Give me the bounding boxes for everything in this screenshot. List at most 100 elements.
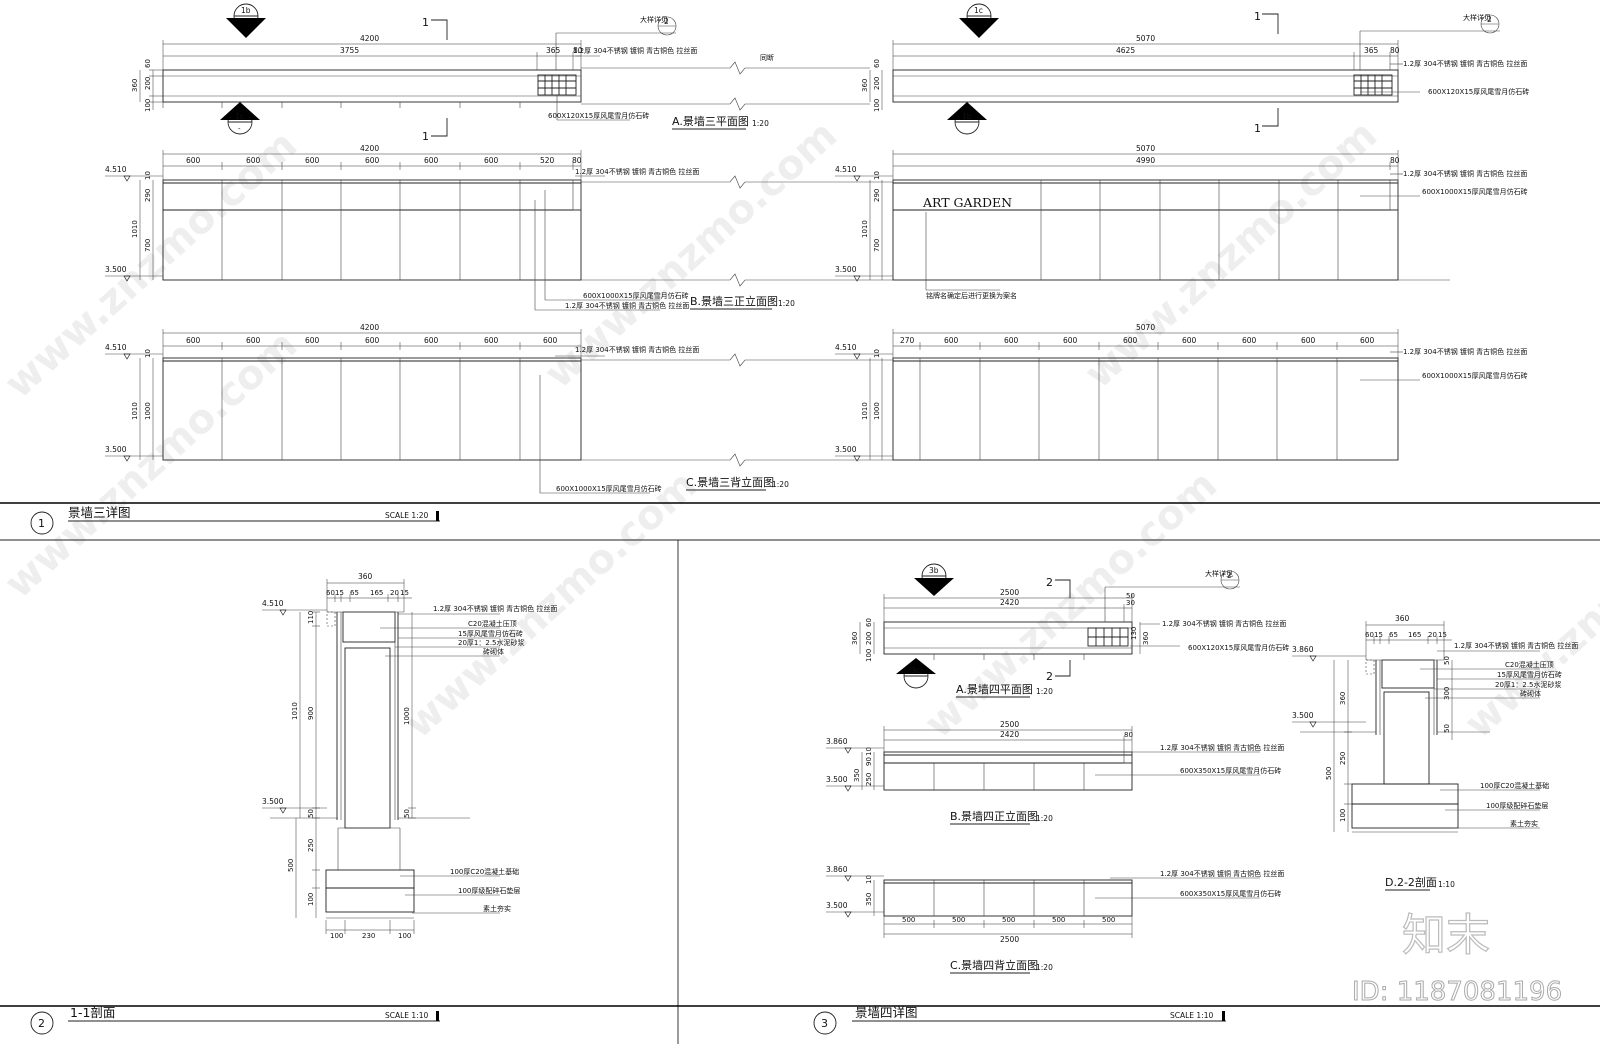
svg-text:10: 10 <box>865 875 873 884</box>
svg-text:1000: 1000 <box>144 402 152 420</box>
svg-text:15厚风尾雪月仿石砖: 15厚风尾雪月仿石砖 <box>458 629 523 638</box>
plan-wall-4: 2500 2420 30 50 60 200 100 360 360 130 3… <box>851 563 1289 689</box>
section-symbol-1c-right: 1c <box>959 3 999 38</box>
symbol-label: 1b <box>962 112 972 121</box>
svg-text:1: 1 <box>1254 122 1261 135</box>
svg-text:1010: 1010 <box>291 702 299 720</box>
svg-text:1010: 1010 <box>861 402 869 420</box>
svg-text:100厚级配碎石垫层: 100厚级配碎石垫层 <box>1486 801 1548 810</box>
svg-text:100厚C20混凝土基础: 100厚C20混凝土基础 <box>1480 781 1549 790</box>
svg-text:1000: 1000 <box>403 707 411 725</box>
svg-text:5070: 5070 <box>1136 323 1155 332</box>
title-c: C.景墙三背立面图 <box>686 475 774 489</box>
svg-text:素土夯实: 素土夯实 <box>1510 819 1538 828</box>
svg-text:65: 65 <box>1389 631 1398 639</box>
svg-text:4.510: 4.510 <box>835 343 857 352</box>
svg-text:50: 50 <box>1126 592 1135 600</box>
svg-text:1.2厚 304不锈钢 镀铜 青古铜色 拉丝面: 1.2厚 304不锈钢 镀铜 青古铜色 拉丝面 <box>575 345 699 354</box>
svg-text:4.510: 4.510 <box>105 343 127 352</box>
svg-text:3.500: 3.500 <box>105 445 127 454</box>
svg-text:3.500: 3.500 <box>835 445 857 454</box>
plan-left-leader: 600X120X15厚风尾雪月仿石砖 1.2厚 304不锈钢 镀铜 青古铜色 拉… <box>548 46 697 121</box>
svg-text:3.500: 3.500 <box>262 797 284 806</box>
sheet-frames <box>0 502 1600 1044</box>
svg-text:1010: 1010 <box>131 220 139 238</box>
svg-text:500: 500 <box>902 916 915 924</box>
svg-text:65: 65 <box>350 589 359 597</box>
section-2-2: 3.860 3.500 360 60 15 65 165 <box>1292 614 1578 833</box>
svg-text:80: 80 <box>1390 46 1400 55</box>
svg-text:10: 10 <box>873 349 881 358</box>
svg-text:3.860: 3.860 <box>826 737 848 746</box>
svg-text:250: 250 <box>865 773 873 786</box>
svg-text:15: 15 <box>1438 631 1447 639</box>
svg-text:5070: 5070 <box>1136 34 1155 43</box>
svg-text:600X1000X15厚风尾雪月仿石砖: 600X1000X15厚风尾雪月仿石砖 <box>556 484 662 493</box>
svg-text:200: 200 <box>873 77 881 90</box>
svg-text:60: 60 <box>1365 631 1374 639</box>
svg-text:500: 500 <box>952 916 965 924</box>
svg-text:2: 2 <box>664 17 669 26</box>
svg-text:10: 10 <box>873 171 881 180</box>
svg-text:100: 100 <box>330 932 343 940</box>
svg-text:600X1000X15厚风尾雪月仿石砖: 600X1000X15厚风尾雪月仿石砖 <box>1422 187 1528 196</box>
svg-text:360: 360 <box>1395 614 1410 623</box>
panel-title: 景墙四详图 <box>855 1005 918 1020</box>
section-symbol-1b: 1b - <box>226 3 266 38</box>
svg-text:100: 100 <box>398 932 411 940</box>
svg-text:2420: 2420 <box>1000 730 1019 739</box>
svg-text:15厚风尾雪月仿石砖: 15厚风尾雪月仿石砖 <box>1497 670 1562 679</box>
svg-text:600: 600 <box>186 336 201 345</box>
svg-text:80: 80 <box>572 156 582 165</box>
svg-text:1:20: 1:20 <box>752 119 769 128</box>
svg-text:600: 600 <box>365 156 380 165</box>
svg-text:350: 350 <box>853 769 861 782</box>
svg-text:600: 600 <box>484 156 499 165</box>
svg-text:500: 500 <box>1102 916 1115 924</box>
title-c: C.景墙四背立面图 <box>950 958 1038 972</box>
svg-text:600: 600 <box>484 336 499 345</box>
svg-text:4.510: 4.510 <box>835 165 857 174</box>
title-d: D.2-2剖面 <box>1385 875 1437 889</box>
svg-text:600X350X15厚风尾雪月仿石砖: 600X350X15厚风尾雪月仿石砖 <box>1180 766 1281 775</box>
svg-text:大样详见: 大样详见 <box>1463 13 1491 22</box>
svg-text:1.2厚 304不锈钢 镀铜 青古铜色 拉丝面: 1.2厚 304不锈钢 镀铜 青古铜色 拉丝面 <box>1403 347 1527 356</box>
svg-text:130: 130 <box>1130 627 1138 640</box>
svg-text:素土夯实: 素土夯实 <box>483 904 511 913</box>
svg-text:4625: 4625 <box>1116 46 1135 55</box>
svg-text:3b: 3b <box>929 566 939 575</box>
svg-text:1:20: 1:20 <box>772 480 789 489</box>
panel-1: 4200 3755 365 80 60 200 100 360 同断 1b - <box>30 3 1529 535</box>
svg-text:600X350X15厚风尾雪月仿石砖: 600X350X15厚风尾雪月仿石砖 <box>1180 889 1281 898</box>
svg-text:100厚C20混凝土基础: 100厚C20混凝土基础 <box>450 867 519 876</box>
svg-text:700: 700 <box>144 239 152 252</box>
svg-text:600X1000X15厚风尾雪月仿石砖: 600X1000X15厚风尾雪月仿石砖 <box>1422 371 1528 380</box>
watermark-text: www.znzmo.com <box>1456 462 1600 748</box>
plan-wall-3-left: 4200 3755 365 80 60 200 100 360 <box>131 34 583 112</box>
svg-text:50: 50 <box>403 809 411 818</box>
svg-text:270: 270 <box>900 336 915 345</box>
svg-text:1:20: 1:20 <box>1036 687 1053 696</box>
svg-text:2500: 2500 <box>1000 935 1019 944</box>
symbol-label: 1c <box>235 112 244 121</box>
dim-total: 4200 <box>360 34 379 43</box>
svg-text:500: 500 <box>1002 916 1015 924</box>
plan-wall-3-right: 5070 4625 365 80 60 200 100 360 1.2厚 304… <box>861 34 1529 112</box>
svg-text:600: 600 <box>246 336 261 345</box>
svg-text:2: 2 <box>1227 571 1232 580</box>
svg-text:600: 600 <box>305 336 320 345</box>
svg-text:360: 360 <box>861 79 869 92</box>
svg-text:4200: 4200 <box>360 144 379 153</box>
svg-text:600X120X15厚风尾雪月仿石砖: 600X120X15厚风尾雪月仿石砖 <box>548 111 649 120</box>
dim-v: 200 <box>144 77 152 90</box>
back-elevation-wall-3-left: 4200 600 600 600 600 600 600 600 10 1000… <box>105 323 893 494</box>
svg-text:SCALE 1:20: SCALE 1:20 <box>385 511 428 520</box>
svg-text:200: 200 <box>865 632 873 645</box>
art-garden-text: ART GARDEN <box>922 195 1012 210</box>
svg-text:30: 30 <box>1126 599 1135 607</box>
svg-text:600: 600 <box>1004 336 1019 345</box>
svg-text:1.2厚 304不锈钢 镀铜 青古铜色 拉丝面: 1.2厚 304不锈钢 镀铜 青古铜色 拉丝面 <box>433 604 557 613</box>
svg-text:1.2厚 304不锈钢 镀铜 青古铜色 拉丝面: 1.2厚 304不锈钢 镀铜 青古铜色 拉丝面 <box>1162 619 1286 628</box>
svg-text:3: 3 <box>821 1017 828 1030</box>
svg-text:2: 2 <box>1046 670 1053 683</box>
